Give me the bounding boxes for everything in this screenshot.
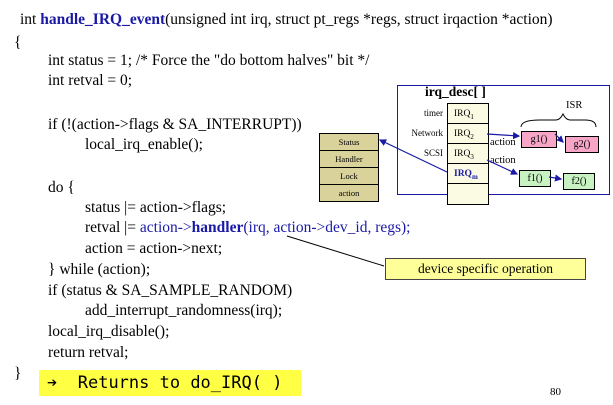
side-label-timer: timer	[424, 108, 443, 118]
arrow-irqm-struct	[378, 139, 448, 173]
arrow-icon: ➔	[47, 373, 58, 393]
code-line-if-interrupt: if (!(action->flags & SA_INTERRUPT))	[48, 116, 302, 133]
code-line-while: } while (action);	[48, 261, 151, 278]
code-line-return: return retval;	[48, 344, 129, 361]
code-line-if-random: if (status & SA_SAMPLE_RANDOM)	[48, 282, 293, 299]
side-label-scsi: SCSI	[423, 148, 443, 158]
page-number: 80	[550, 386, 561, 398]
irq-cell-2: IRQ2	[448, 124, 488, 144]
side-label-network: Network	[411, 128, 444, 138]
isr-f1-box: f1()	[519, 170, 551, 187]
code-line-randomness: add_interrupt_randomness(irq);	[85, 302, 283, 319]
returns-banner: ➔ Returns to do_IRQ( )	[39, 370, 301, 396]
arrow-irq2-g1	[486, 132, 521, 140]
isr-brace	[520, 112, 597, 128]
code-line-status-or: status |= action->flags;	[85, 199, 227, 216]
struct-field-lock: Lock	[320, 168, 378, 185]
struct-field-status: Status	[320, 134, 378, 151]
sig-type: int	[20, 11, 41, 28]
device-specific-callout: device specific operation	[385, 258, 586, 280]
code-line-irq-enable: local_irq_enable();	[85, 136, 203, 153]
arrow-irq3-f1	[486, 159, 519, 175]
irq-cell-1: IRQ1	[448, 104, 488, 124]
code-line-retval: int retval = 0;	[48, 72, 133, 89]
code-line-do: do {	[48, 179, 75, 196]
returns-text: Returns to do_IRQ( )	[77, 373, 283, 393]
irq-cell-3: IRQ3	[448, 144, 488, 164]
isr-g1-box: g1()	[521, 131, 557, 148]
struct-field-handler: Handler	[320, 151, 378, 168]
action-label-1: action	[490, 137, 516, 148]
irq-table: IRQ1 IRQ2 IRQ3 IRQm	[447, 103, 489, 205]
handler-args: (irq, action->dev_id, regs);	[243, 219, 411, 236]
close-brace: }	[14, 365, 22, 382]
isr-label: ISR	[566, 100, 583, 111]
retval-prefix: retval |=	[85, 219, 140, 236]
code-line-next: action = action->next;	[85, 240, 223, 257]
function-signature: int handle_IRQ_event(unsigned int irq, s…	[20, 11, 553, 29]
handler-ref: handler	[191, 219, 244, 236]
sig-params: (unsigned int irq, struct pt_regs *regs,…	[165, 11, 553, 28]
arrow-g1-g2	[554, 133, 564, 143]
code-line-irq-disable: local_irq_disable();	[48, 323, 170, 340]
action-ref: action->	[139, 219, 192, 236]
struct-field-action: action	[320, 185, 378, 201]
callout-pointer	[286, 235, 385, 267]
isr-f2-box: f2()	[563, 173, 595, 190]
arrow-f1-f2	[548, 174, 563, 182]
code-line-status: int status = 1; /* Force the "do bottom …	[48, 52, 370, 69]
isr-g2-box: g2()	[565, 136, 599, 153]
function-name: handle_IRQ_event	[40, 11, 166, 28]
open-brace: {	[14, 34, 22, 51]
irq-desc-title: irq_desc[ ]	[425, 84, 486, 99]
action-label-2: action	[490, 155, 516, 166]
irqaction-struct: Status Handler Lock action	[319, 133, 379, 202]
code-line-retval-handler: retval |= action->handler(irq, action->d…	[85, 219, 411, 237]
irq-cell-m: IRQm	[448, 164, 488, 184]
